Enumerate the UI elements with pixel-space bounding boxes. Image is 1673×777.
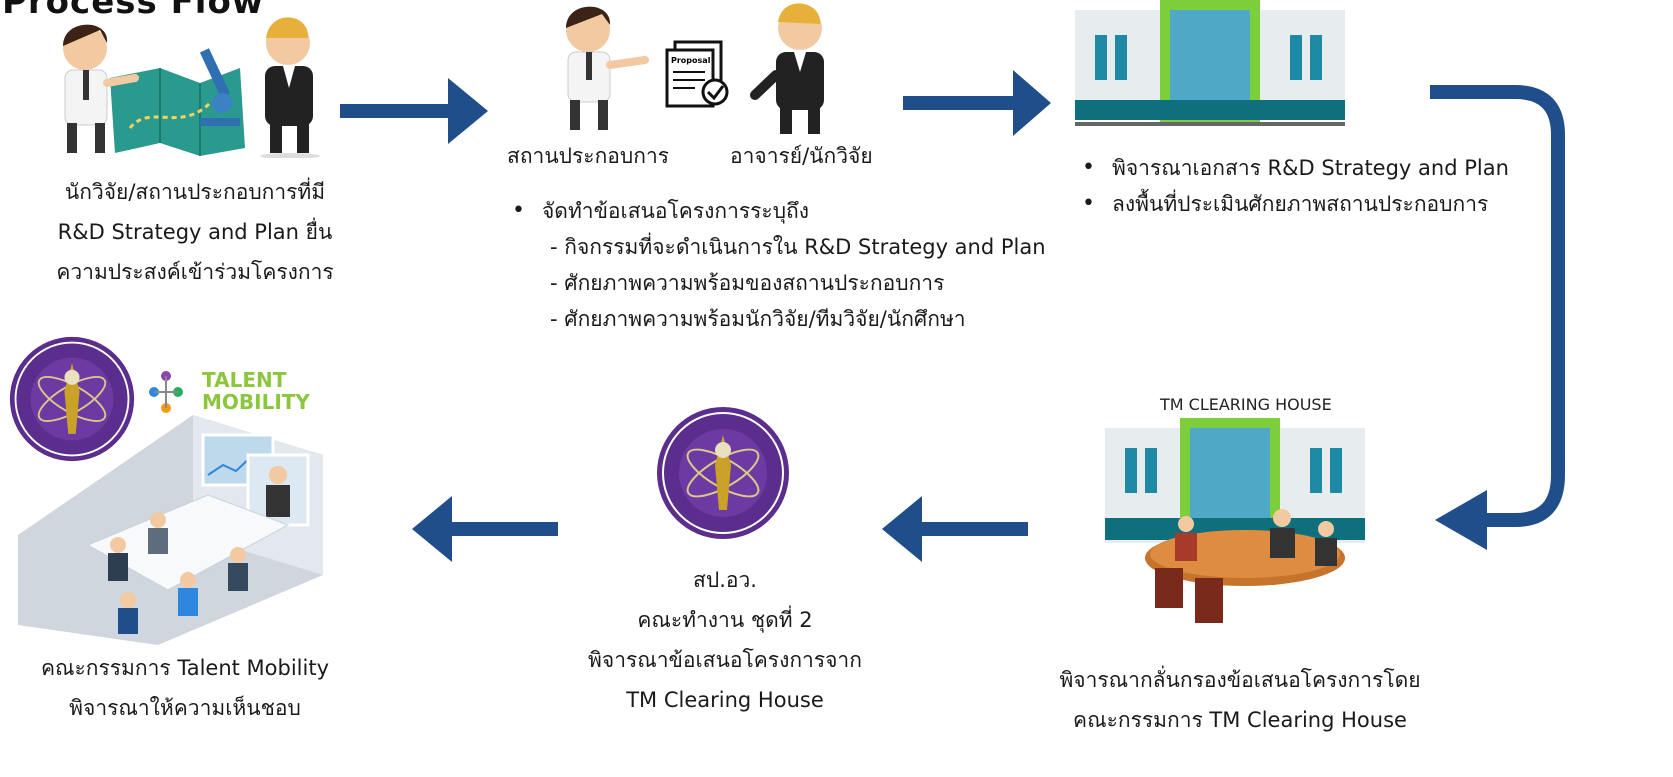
step4-caption: พิจารณากลั่นกรองข้อเสนอโครงการโดย คณะกรร… — [1035, 660, 1445, 740]
building-icon — [1075, 0, 1345, 126]
arrow-left-icon — [412, 496, 558, 562]
step5-seal — [655, 405, 791, 541]
proposal-submission-icon: Proposal — [566, 3, 824, 134]
step5-caption-line: พิจารณาข้อเสนอโครงการจาก — [588, 648, 862, 672]
step2-subitem: - ศักยภาพความพร้อมของสถานประกอบการ — [550, 271, 945, 295]
arrow-right-icon — [340, 78, 488, 144]
step2-label-right: อาจารย์/นักวิจัย — [730, 144, 873, 168]
step3-bullet: ลงพื้นที่ประเมินศักยภาพสถานประกอบการ — [1080, 186, 1670, 222]
step2-bullet-list: จัดทำข้อเสนอโครงการระบุถึง - กิจกรรมที่จ… — [510, 193, 1090, 337]
logo-text: MOBILITY — [202, 390, 310, 414]
step6-caption: คณะกรรมการ Talent Mobility พิจารณาให้ควา… — [20, 648, 350, 728]
step2-subitem: - กิจกรรมที่จะดำเนินการใน R&D Strategy a… — [550, 235, 1046, 259]
step5-caption-line: สป.อว. — [693, 568, 757, 592]
step4-caption-line: คณะกรรมการ TM Clearing House — [1073, 708, 1407, 732]
step1-caption-line: ความประสงค์เข้าร่วมโครงการ — [56, 260, 334, 284]
step4-illustration — [1095, 418, 1375, 643]
researchers-with-map-icon — [63, 17, 320, 158]
step2-bullet: จัดทำข้อเสนอโครงการระบุถึง — [510, 193, 1090, 229]
step1-caption-line: R&D Strategy and Plan ยื่น — [57, 220, 333, 244]
logo-text: TALENT — [202, 368, 287, 392]
step4-caption-line: พิจารณากลั่นกรองข้อเสนอโครงการโดย — [1059, 668, 1421, 692]
arrow-left-icon — [882, 496, 1028, 562]
step6-meeting-room — [8, 395, 333, 645]
proposal-doc-label: Proposal — [671, 56, 711, 65]
page-title: Process Flow — [2, 0, 265, 22]
ministry-seal-icon — [657, 407, 789, 539]
step4-sign: TM CLEARING HOUSE — [1160, 395, 1332, 414]
step2-illustration: Proposal — [550, 0, 850, 140]
step5-caption-line: คณะทำงาน ชุดที่ 2 — [637, 608, 813, 632]
ministry-seal-icon — [9, 336, 135, 462]
step6-caption-line: คณะกรรมการ Talent Mobility — [40, 656, 330, 680]
arrow-right-icon — [903, 70, 1051, 136]
step1-caption: นักวิจัย/สถานประกอบการที่มี R&D Strategy… — [30, 172, 360, 292]
step5-caption: สป.อว. คณะทำงาน ชุดที่ 2 พิจารณาข้อเสนอโ… — [570, 560, 880, 720]
step2-subitem: - ศักยภาพความพร้อมนักวิจัย/ทีมวิจัย/นักศ… — [550, 307, 966, 331]
step6-seal — [8, 335, 136, 463]
step1-illustration — [40, 8, 340, 158]
step3-building — [1075, 0, 1375, 130]
step3-bullet: พิจารณาเอกสาร R&D Strategy and Plan — [1080, 150, 1670, 186]
step5-caption-line: TM Clearing House — [626, 688, 824, 712]
meeting-room-icon — [18, 415, 323, 645]
step3-bullet-list: พิจารณาเอกสาร R&D Strategy and Plan ลงพื… — [1080, 150, 1670, 222]
step6-caption-line: พิจารณาให้ความเห็นชอบ — [69, 696, 301, 720]
curved-arrow-down-icon — [1430, 85, 1565, 550]
meeting-building-icon — [1105, 418, 1365, 623]
step2-label-left: สถานประกอบการ — [507, 144, 670, 168]
people-network-icon — [149, 371, 183, 413]
step1-caption-line: นักวิจัย/สถานประกอบการที่มี — [64, 180, 326, 204]
